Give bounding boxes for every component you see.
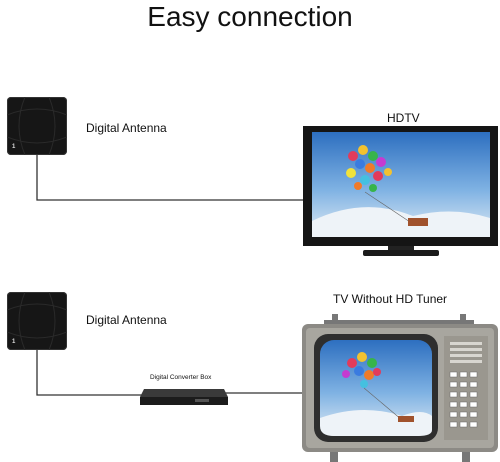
digital-antenna-top: 1 xyxy=(7,97,67,155)
top-cable xyxy=(36,155,305,201)
retro-tv-label: TV Without HD Tuner xyxy=(333,292,448,306)
top-antenna-label: Digital Antenna xyxy=(86,121,167,135)
bottom-cable-antenna xyxy=(36,348,142,396)
page-title: Easy connection xyxy=(147,1,353,32)
converter-box-label: Digital Converter Box xyxy=(150,374,212,381)
hdtv-icon xyxy=(303,126,498,256)
hdtv-label: HDTV xyxy=(387,111,420,125)
retro-tv-icon xyxy=(302,314,498,462)
balloons-icon xyxy=(342,352,414,422)
converter-box-icon xyxy=(140,389,228,405)
bottom-antenna-label: Digital Antenna xyxy=(86,313,167,327)
antenna-logo: 1 xyxy=(12,339,16,345)
antenna-logo: 1 xyxy=(12,144,16,150)
antenna-pattern-icon xyxy=(7,97,67,155)
antenna-pattern-icon xyxy=(7,292,67,350)
digital-antenna-bottom: 1 xyxy=(7,292,67,350)
balloons-icon xyxy=(346,145,428,226)
